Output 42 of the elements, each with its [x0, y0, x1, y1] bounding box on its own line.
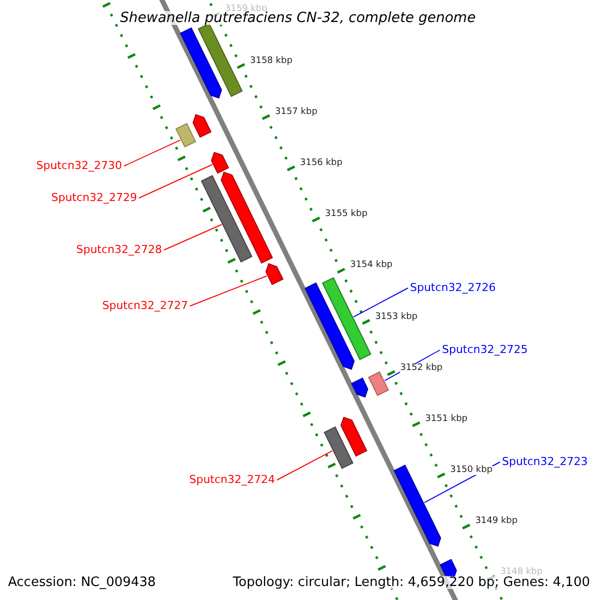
gene-bar — [175, 122, 196, 148]
gene-label: Sputcn32_2723 — [502, 456, 588, 467]
gene-bar — [324, 426, 354, 469]
gene-bar — [265, 263, 284, 286]
accession-text: Accession: NC_009438 — [8, 576, 156, 589]
leader-line — [276, 450, 333, 480]
gene-bar — [368, 371, 389, 396]
scale-label: 3156 kbp — [300, 159, 342, 168]
gene-bar — [394, 464, 442, 547]
scale-label: 3152 kbp — [400, 364, 442, 373]
leader-line — [138, 164, 213, 198]
gene-bar — [351, 378, 368, 398]
gene-bar — [220, 172, 273, 264]
leader-line — [190, 275, 268, 306]
gene-bar — [340, 416, 368, 457]
scale-label: 3154 kbp — [350, 261, 392, 270]
scale-label: 3153 kbp — [375, 312, 418, 322]
leader-line — [124, 140, 181, 166]
gene-label: Sputcn32_2727 — [102, 300, 188, 311]
title: Shewanella putrefaciens CN-32, complete genome — [120, 11, 476, 25]
leader-line — [164, 224, 222, 250]
scale-label: 3157 kbp — [275, 108, 318, 117]
scale-label: 3150 kbp — [450, 466, 492, 476]
gene-bar — [198, 23, 243, 97]
gene-bar — [192, 114, 212, 138]
gene-label: Sputcn32_2728 — [76, 244, 162, 255]
scale-label: 3149 kbp — [475, 517, 518, 526]
gene-label: Sputcn32_2729 — [51, 192, 137, 203]
leader-line — [353, 288, 408, 318]
scale-label: 3155 kbp — [325, 210, 368, 220]
scale-label: 3151 kbp — [425, 414, 468, 424]
gene-label: Sputcn32_2730 — [36, 160, 122, 171]
gene-bar — [200, 175, 252, 262]
gene-bar — [322, 277, 372, 360]
gene-bar — [180, 27, 222, 99]
gene-bar — [304, 282, 355, 370]
gene-bar — [210, 152, 230, 174]
gene-label: Sputcn32_2725 — [442, 344, 528, 355]
gene-label: Sputcn32_2724 — [189, 474, 275, 485]
gene-label: Sputcn32_2726 — [410, 282, 496, 293]
scale-label: 3158 kbp — [250, 56, 292, 66]
genome-info-text: Topology: circular; Length: 4,659,220 bp; Genes: 4,100 — [232, 576, 590, 589]
